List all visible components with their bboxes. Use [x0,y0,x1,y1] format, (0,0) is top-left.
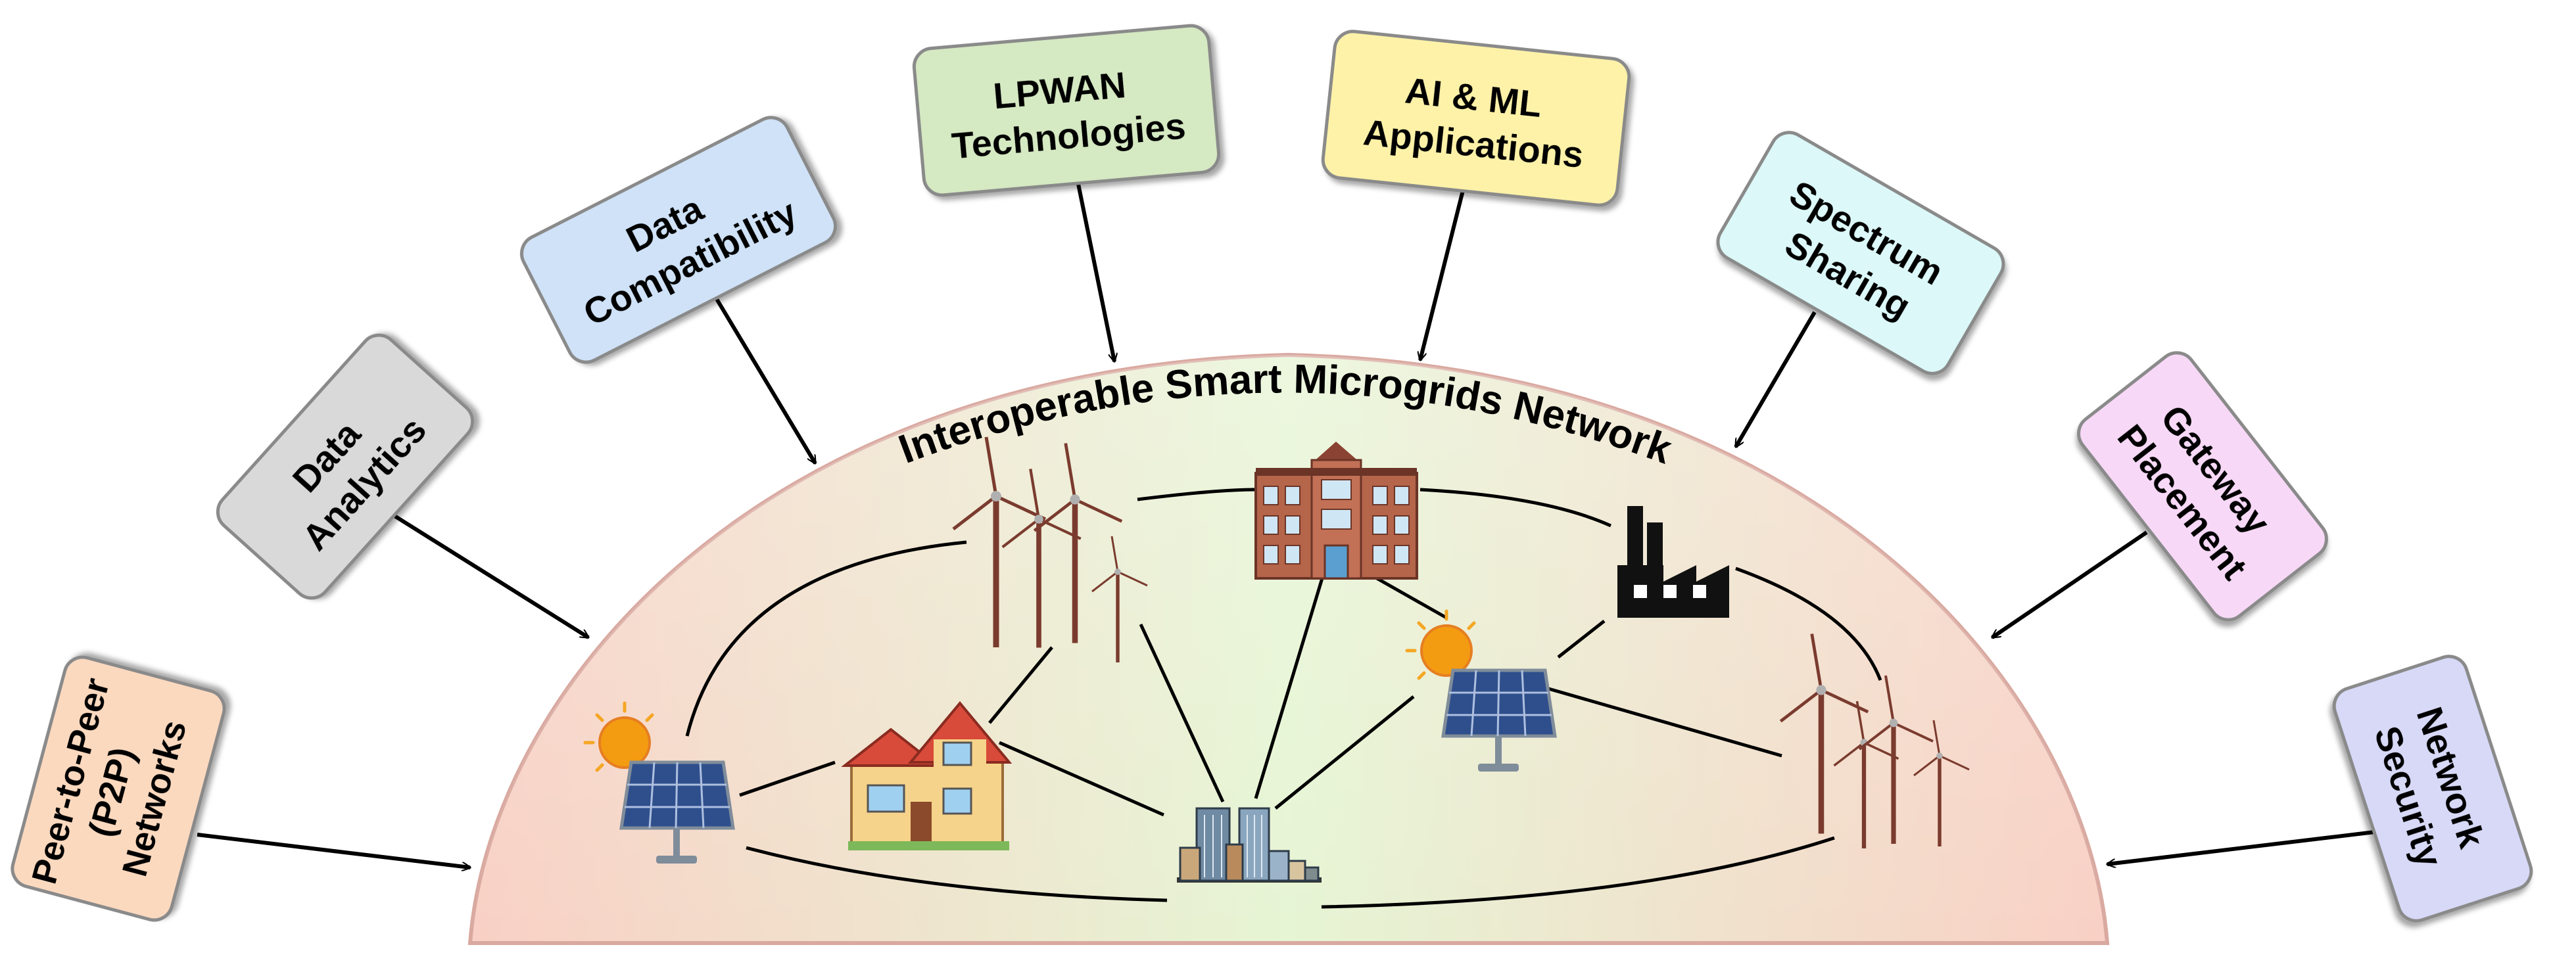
network-links [685,488,1882,909]
link-house-wind-left [988,646,1053,724]
factory-icon [1617,506,1729,618]
topic-box-compat: Data Compatibility [520,116,837,364]
link-wind-left-school [1137,488,1256,501]
topic-box-security: Network Security [2332,655,2533,923]
arrow-lpwan [1076,183,1114,361]
arrows [197,183,2381,867]
arrow-security [2107,829,2381,864]
arrow-gateway [1992,530,2148,639]
link-solar-left-wind-left [685,540,967,737]
link-solar-left-city [746,846,1168,902]
topic-box-gateway: Gateway Placement [2077,351,2328,622]
topic-box-lpwan: LPWAN Technologies [912,24,1221,197]
link-solar-mid-wind-right [1541,685,1782,758]
arrow-p2p [197,833,470,867]
house-icon [841,701,1013,850]
city-skyline-icon [1177,807,1322,883]
arrow-analytics [393,514,588,639]
arrow-aiml [1420,190,1465,360]
link-city-wind-right [1321,836,1835,909]
school-building-icon [1254,442,1418,580]
arrow-compat [715,298,817,463]
link-solar-mid-factory [1557,620,1606,658]
link-house-city [998,741,1165,817]
topic-box-p2p: Peer-to-Peer (P2P) Networks [11,655,226,922]
topic-box-spectrum: Spectrum Sharing [1716,131,2005,375]
link-solar-mid-city [1274,695,1415,810]
topic-box-analytics: Data Analytics [216,333,475,600]
link-school-factory [1419,488,1612,528]
link-solar-left-house [739,760,836,797]
topic-box-aiml: AI & ML Applications [1321,30,1631,207]
link-school-city [1254,558,1330,799]
link-wind-left-city [1139,623,1225,803]
arrow-spectrum [1734,311,1817,447]
link-factory-wind-right [1735,566,1882,681]
